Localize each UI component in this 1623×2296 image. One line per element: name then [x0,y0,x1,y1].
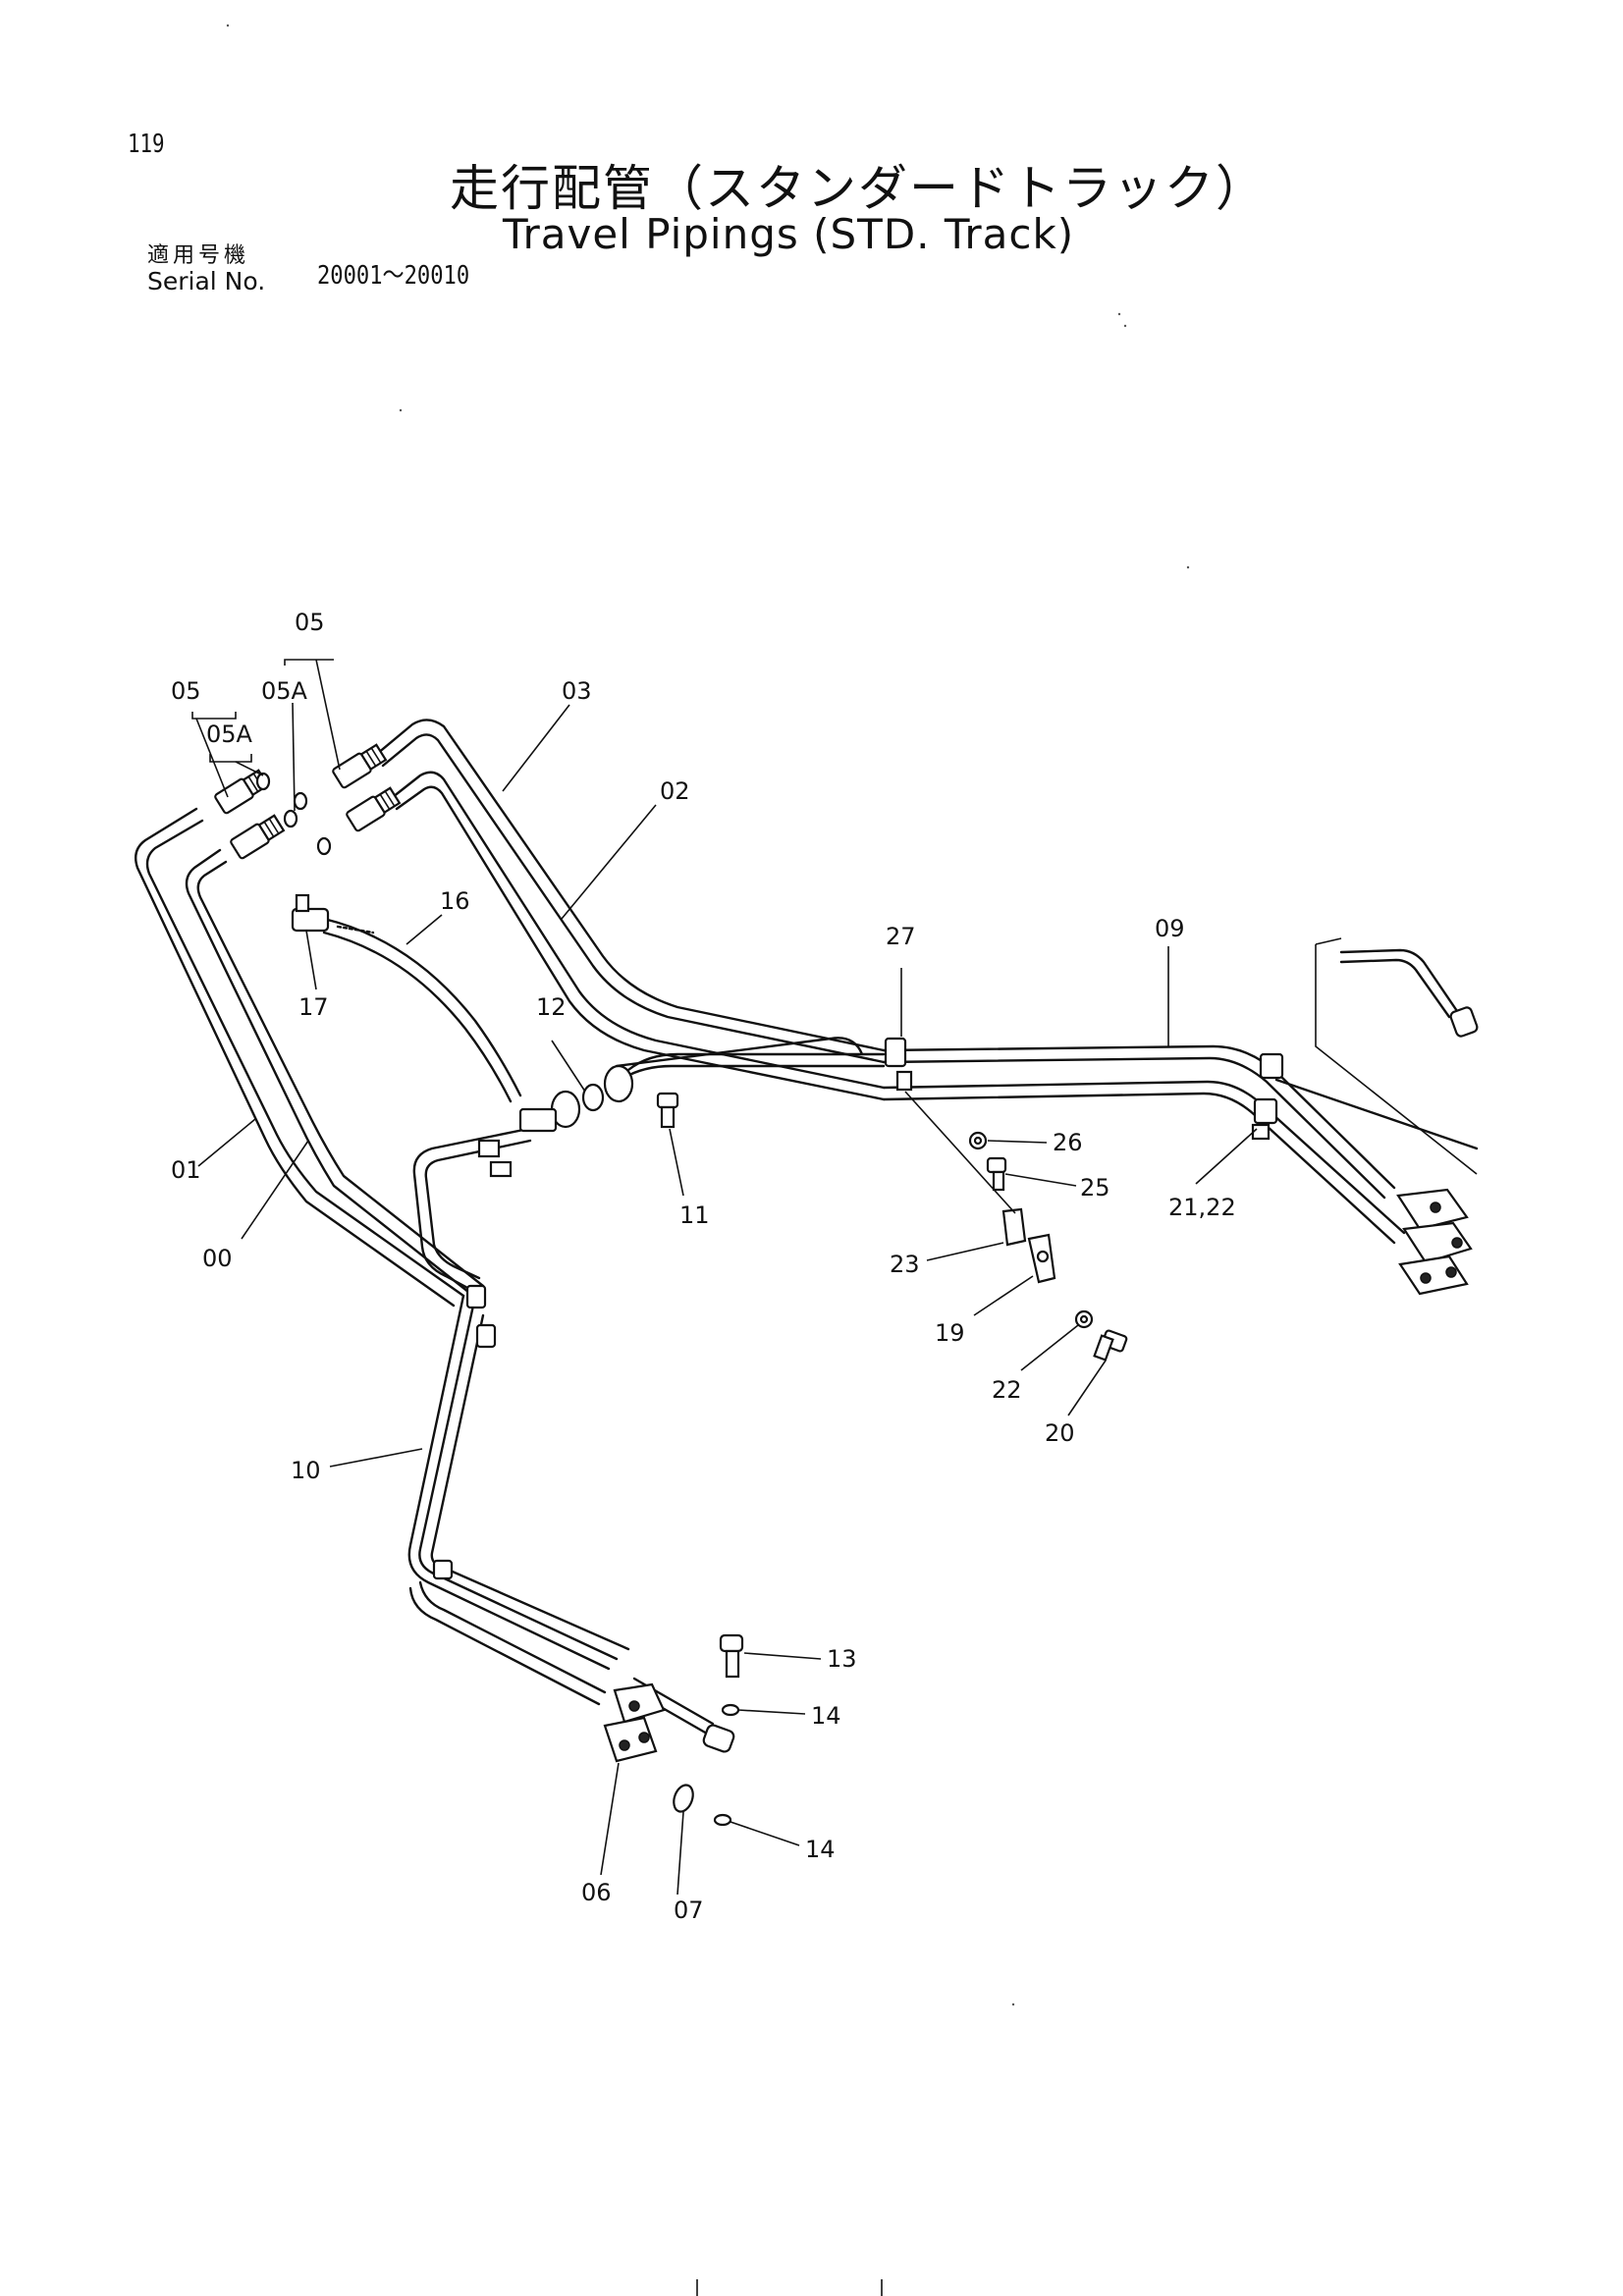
coupling-05-top [332,743,402,832]
pipe-02 [391,771,886,1101]
label-11: 11 [679,1201,710,1229]
clamp-hose [477,1139,513,1178]
pipe-10 [407,1294,715,1735]
label-27: 27 [886,923,916,950]
o-rings-05a [255,772,332,856]
clamp-19 [1027,1233,1056,1284]
o-ring-07 [673,1784,694,1813]
fitting-17 [291,893,330,933]
washer-14-bottom [713,1813,732,1827]
label-05-left: 05 [171,677,201,705]
label-14-top: 14 [811,1702,841,1730]
label-13: 13 [827,1645,857,1673]
scan-specks [226,24,1190,2296]
label-25: 25 [1080,1174,1110,1201]
coupling-05-left [214,769,286,860]
serial-label-english: Serial No. [147,267,266,295]
hose-16 [322,917,522,1103]
label-02: 02 [660,777,690,805]
bolt-13 [719,1633,744,1679]
washer-22 [1074,1309,1094,1329]
fitting-end [702,1724,735,1753]
bolt-11 [656,1092,679,1129]
part-labels: 05 05A 05 05A 03 02 16 17 12 11 01 00 27… [171,609,1236,1924]
label-26: 26 [1053,1129,1083,1156]
inset-detail [1274,937,1479,1175]
manifold-06 [603,1682,666,1763]
clamp-27 [884,1037,913,1092]
bolt-20 [1093,1329,1128,1362]
title-japanese: 走行配管（スタンダードトラック） [450,160,1267,217]
label-16: 16 [440,887,470,915]
label-09: 09 [1155,915,1185,942]
label-14-bottom: 14 [805,1836,836,1863]
manifold-right [1396,1188,1473,1296]
label-17: 17 [298,993,329,1021]
label-00: 00 [202,1245,233,1272]
serial-label-japanese: 適用号機 [147,243,250,268]
pipe-03 [375,719,886,1064]
pipe-01 [135,807,465,1308]
label-21-22: 21,22 [1168,1194,1236,1221]
washer-14-top [721,1703,740,1717]
bolt-25 [986,1156,1007,1192]
serial-range: 20001～20010 [317,261,470,291]
label-12: 12 [536,993,567,1021]
label-01: 01 [171,1156,201,1184]
label-10: 10 [291,1457,321,1484]
label-05a-left: 05A [206,721,253,748]
clamps-pipe-10 [432,1284,497,1580]
label-06: 06 [581,1879,612,1906]
label-19: 19 [935,1319,965,1347]
title-english: Travel Pipings (STD. Track) [503,210,1075,258]
clamp-21-22 [1251,1052,1284,1141]
pipe-00 [185,848,485,1298]
pipe-connector-12 [412,1037,864,1292]
label-05a-top: 05A [261,677,308,705]
washer-26 [968,1131,988,1150]
leader-lines [191,659,1258,1896]
label-07: 07 [674,1896,704,1924]
page-number: 119 [128,130,165,159]
fitting-12 [518,1064,634,1133]
plate-23 [1001,1207,1027,1247]
label-05-top: 05 [295,609,325,636]
label-03: 03 [562,677,592,705]
label-23: 23 [890,1251,920,1278]
label-22: 22 [992,1376,1022,1404]
label-20: 20 [1045,1419,1075,1447]
